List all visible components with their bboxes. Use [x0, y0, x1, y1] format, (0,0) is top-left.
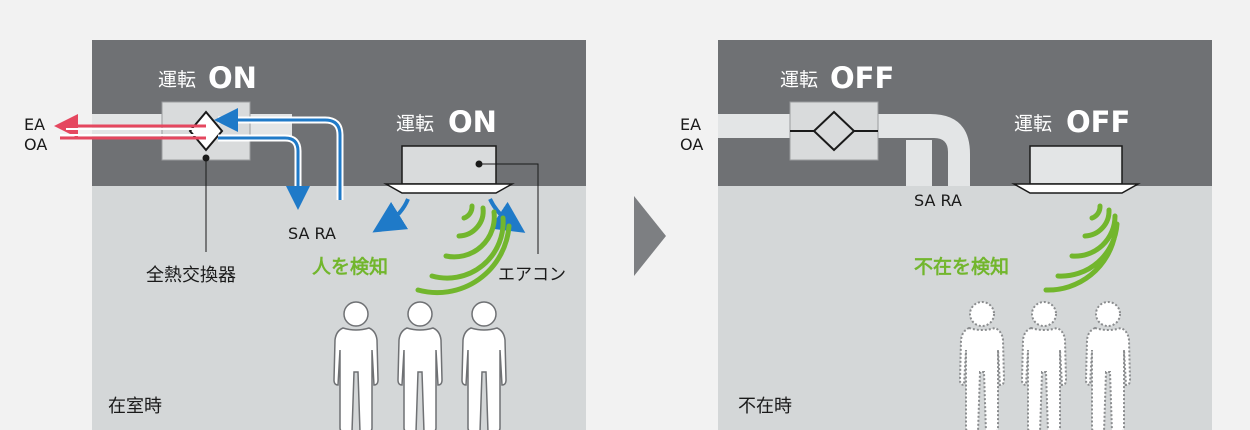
state-label-left: 在室時: [108, 396, 162, 417]
erv-status-value-left: ON: [208, 61, 257, 95]
erv-status-prefix-left: 運転: [158, 69, 196, 91]
ac-unit-right: [1011, 145, 1141, 194]
erv-unit-right: [789, 101, 879, 161]
right-panel: [718, 40, 1212, 430]
ac-status-value-right: OFF: [1066, 105, 1130, 139]
ac-status-value-left: ON: [448, 105, 497, 139]
sa-blue-flow: [218, 136, 310, 210]
ea-label-right: EA: [680, 115, 701, 134]
erv-callout-label: 全熱交換器: [146, 265, 236, 286]
erv-status-value-right: OFF: [830, 61, 894, 95]
chevron-right-icon: [634, 196, 666, 276]
ac-status-prefix-right: 運転: [1014, 113, 1052, 135]
erv-status-prefix-right: 運転: [780, 69, 818, 91]
ac-status-prefix-left: 運転: [396, 113, 434, 135]
ra-blue-flow: [214, 108, 342, 200]
sensor-waves-right: [1043, 203, 1120, 293]
ea-label-left: EA: [24, 115, 45, 134]
oa-label-left: OA: [24, 135, 47, 154]
sa-ra-label-left: SA RA: [288, 224, 336, 243]
detect-label-left: 人を検知: [312, 255, 388, 278]
left-panel: [54, 40, 586, 430]
oa-label-right: OA: [680, 135, 703, 154]
ac-callout-label: エアコン: [498, 265, 566, 285]
ac-unit-left: [383, 145, 515, 194]
erv-unit-left: [161, 101, 251, 161]
sensor-waves-left: [415, 203, 512, 296]
ac-callout-line: [479, 163, 539, 254]
state-label-right: 不在時: [738, 396, 792, 417]
detect-label-right: 不在を検知: [914, 255, 1009, 278]
sa-ra-label-right: SA RA: [914, 191, 962, 210]
